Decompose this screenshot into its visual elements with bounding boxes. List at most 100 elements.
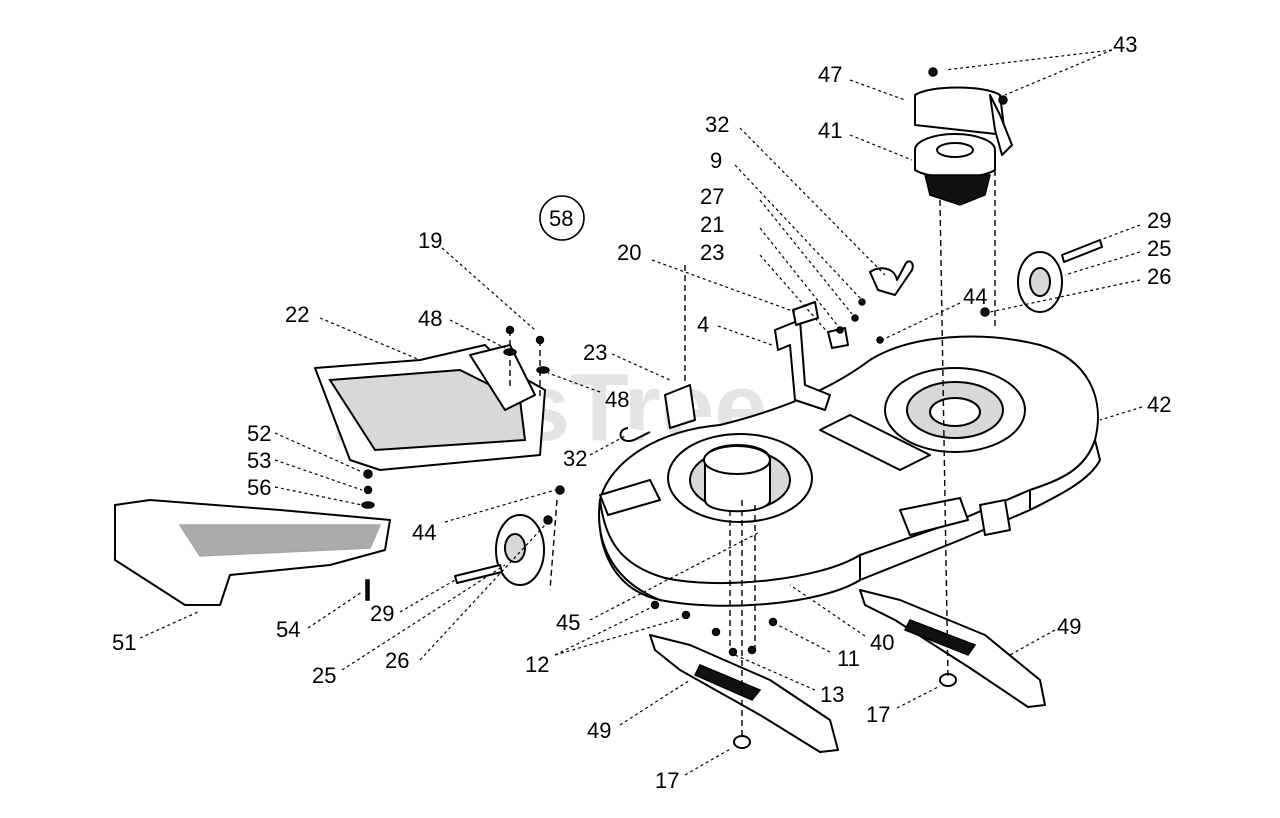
callout-labels: 43 47 41 32 9 27 21 23 20 29 25 26 44 42… — [112, 32, 1171, 793]
leader-27 — [759, 199, 853, 315]
leader-49b — [1009, 629, 1056, 656]
leader-23b — [611, 353, 671, 381]
chute-hinge — [469, 344, 536, 411]
nut-44b — [555, 485, 565, 495]
callout-26-right: 26 — [1147, 264, 1171, 289]
axis-right-spindle — [939, 199, 949, 681]
leader-25a — [1064, 251, 1141, 276]
callout-29-left: 29 — [370, 601, 394, 626]
leader-26b — [419, 524, 546, 661]
leader-49a — [619, 679, 691, 726]
callout-49-right: 49 — [1057, 614, 1081, 639]
callout-19: 19 — [418, 228, 442, 253]
leader-54 — [307, 591, 363, 629]
callout-20: 20 — [617, 240, 641, 265]
callout-17-left: 17 — [655, 768, 679, 793]
bolt-13b — [728, 647, 738, 657]
callout-29-right: 29 — [1147, 208, 1171, 233]
nut-17a — [733, 735, 751, 749]
baffle-ribs — [178, 524, 382, 557]
leader-43a — [944, 49, 1113, 71]
bolt-54 — [365, 579, 370, 601]
baffle-51 — [114, 499, 391, 606]
left-pulley-top — [703, 445, 771, 475]
spindle-housing — [924, 174, 991, 206]
leader-51 — [139, 611, 199, 639]
leader-56 — [274, 486, 363, 506]
pulley-41-hub — [936, 142, 974, 158]
leader-44a — [881, 302, 961, 341]
circled-label-group: 58 — [539, 195, 585, 241]
wheel-left-hub — [504, 533, 526, 563]
leader-41 — [849, 134, 913, 161]
leader-29b — [399, 579, 456, 613]
leader-17b — [896, 685, 941, 709]
leader-9 — [734, 164, 861, 299]
callout-23-lower: 23 — [583, 340, 607, 365]
wheel-right-hub — [1029, 267, 1051, 297]
chute-shading — [328, 368, 527, 452]
callout-52: 52 — [247, 421, 271, 446]
leader-lines — [139, 49, 1143, 776]
part-27 — [851, 314, 859, 322]
leader-22 — [319, 317, 421, 361]
pulley-cover-47 — [914, 86, 1006, 136]
right-pulley-assembly — [914, 86, 1013, 206]
callout-43: 43 — [1113, 32, 1137, 57]
callout-13: 13 — [820, 682, 844, 707]
leader-29a — [1099, 224, 1141, 241]
callout-25-left: 25 — [312, 663, 336, 688]
bracket-clip-20 — [792, 301, 819, 326]
callout-48-upper: 48 — [418, 306, 442, 331]
axis-wheel-left — [549, 499, 558, 591]
leader-19 — [441, 247, 536, 331]
callout-21: 21 — [700, 212, 724, 237]
part-52 — [363, 469, 373, 479]
nut-26b — [543, 515, 553, 525]
callout-53: 53 — [247, 448, 271, 473]
bolt-29a — [1061, 239, 1103, 263]
assembly-axes — [509, 150, 996, 740]
leader-17a — [684, 747, 733, 776]
blade-left — [649, 634, 839, 753]
washer-48b — [536, 366, 550, 374]
discharge-chute — [314, 344, 546, 471]
callout-47: 47 — [818, 62, 842, 87]
leader-43b — [1004, 49, 1113, 96]
callout-56: 56 — [247, 475, 271, 500]
idler-bracket — [774, 319, 831, 411]
callout-40: 40 — [870, 630, 894, 655]
part-53 — [363, 485, 373, 495]
leader-32b — [589, 435, 626, 456]
leader-42 — [1099, 406, 1143, 421]
bolt-12b — [681, 610, 691, 620]
leader-45 — [589, 531, 761, 621]
rear-gauge-wheel — [1017, 251, 1063, 313]
callout-27: 27 — [700, 184, 724, 209]
circled-label: 58 — [549, 206, 573, 231]
callout-51: 51 — [112, 630, 136, 655]
deck-shell — [598, 335, 1101, 607]
bolt-12a — [650, 600, 660, 610]
label-circle — [539, 195, 585, 241]
deck-bracket-front — [899, 497, 969, 536]
leader-21 — [759, 227, 839, 327]
leader-11 — [777, 624, 831, 653]
callout-49-left: 49 — [587, 718, 611, 743]
leader-20 — [651, 259, 796, 313]
callout-11: 11 — [837, 646, 860, 671]
deck-baffle — [819, 414, 931, 471]
part-9 — [858, 298, 866, 306]
callout-48-lower: 48 — [605, 387, 629, 412]
leader-48a — [449, 319, 506, 349]
callout-42: 42 — [1147, 392, 1171, 417]
bolt-13a — [711, 627, 721, 637]
callout-4: 4 — [697, 312, 709, 337]
part-56 — [361, 501, 375, 509]
leader-4 — [717, 325, 773, 346]
idler-bracket-assembly — [619, 260, 914, 442]
part-21 — [836, 326, 844, 334]
callout-54: 54 — [276, 617, 300, 642]
